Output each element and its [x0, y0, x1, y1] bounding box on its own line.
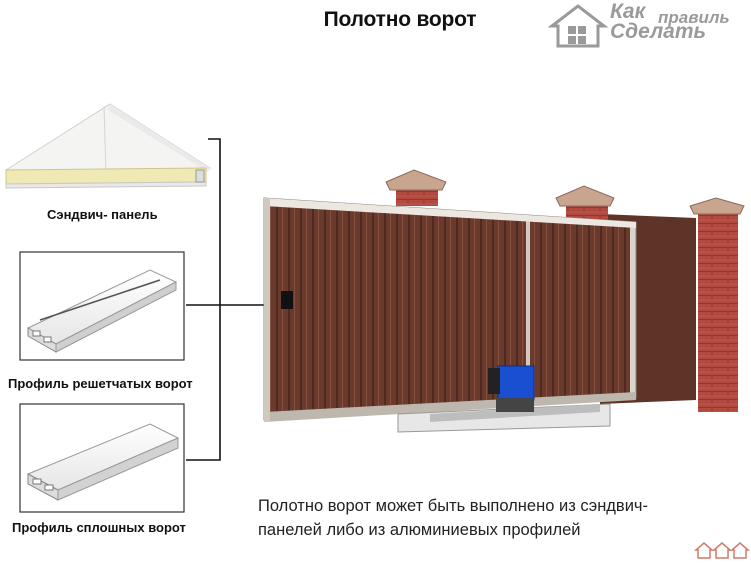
- label-solid-profile: Профиль сплошных ворот: [12, 520, 186, 535]
- label-lattice-profile: Профиль решетчатых ворот: [8, 376, 193, 391]
- page-title: Полотно ворот: [323, 8, 477, 31]
- caption-line-2: панелей либо из алюминиевых профилей: [258, 521, 581, 539]
- footer-house-icons: [694, 542, 750, 559]
- house-icon: [547, 4, 609, 48]
- sliding-gate-image: [263, 169, 745, 433]
- caption-line-1: Полотно ворот может быть выполнено из сэ…: [258, 497, 649, 515]
- solid-profile-image: [26, 423, 180, 501]
- gate-lock-icon: [281, 291, 293, 309]
- gate-motor-icon: [497, 365, 535, 401]
- site-logo: Как правиль Сделать: [547, 0, 748, 48]
- logo-word-3: Сделать: [610, 20, 706, 43]
- logo-word-1: Как: [610, 0, 646, 23]
- label-sandwich-panel: Сэндвич- панель: [47, 207, 158, 222]
- caption-text: Полотно ворот может быть выполнено из сэ…: [258, 494, 698, 542]
- sandwich-panel-image: [4, 103, 212, 189]
- lattice-profile-image: [26, 269, 178, 353]
- logo-word-2: правиль: [658, 8, 730, 27]
